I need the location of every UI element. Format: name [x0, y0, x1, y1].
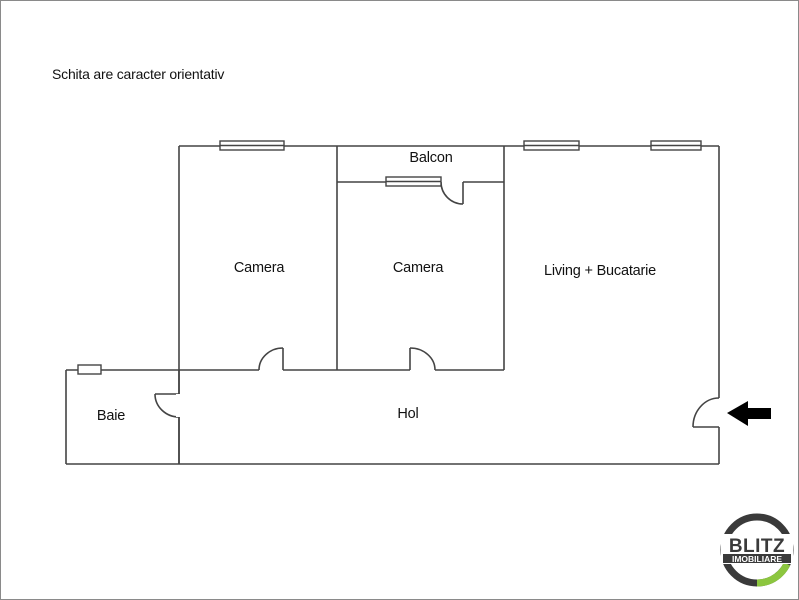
door-entrance-arc [692, 397, 720, 428]
windows [77, 140, 702, 375]
window-baie [77, 364, 102, 375]
room-label-camera-1: Camera [233, 260, 285, 276]
room-label-hol: Hol [397, 406, 419, 422]
room-label-baie: Baie [96, 408, 126, 424]
logo-text-blitz: BLITZ [729, 536, 785, 557]
blitz-imobiliare-logo: BLITZ IMOBILIARE [720, 513, 794, 587]
room-label-balcon: Balcon [409, 150, 453, 166]
logo-text-imobiliare: IMOBILIARE [732, 554, 782, 564]
room-label-camera-2: Camera [392, 260, 444, 276]
door-balcony-arc [440, 181, 464, 205]
entrance-arrow-icon [727, 401, 771, 426]
door-camera1-arc [258, 347, 284, 371]
door-baie-arc [154, 393, 180, 418]
disclaimer-note: Schita are caracter orientativ [52, 66, 225, 82]
room-label-living-bucatarie: Living + Bucatarie [543, 263, 657, 279]
door-camera2-arc [409, 347, 436, 371]
